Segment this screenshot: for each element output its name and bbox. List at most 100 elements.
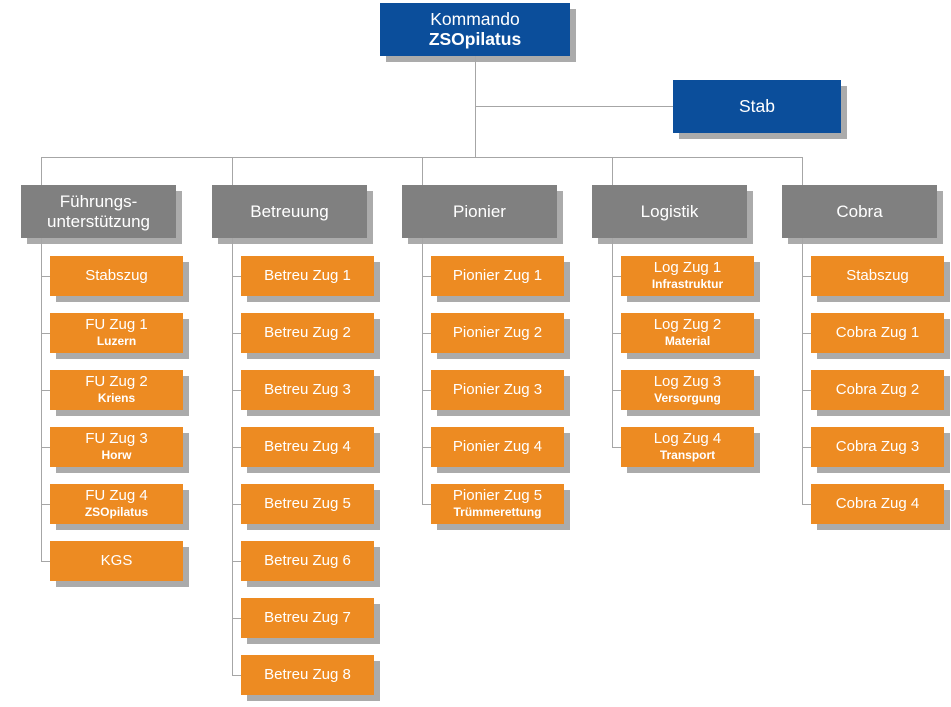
unit-node-stabszug[interactable]: Stabszug (811, 256, 944, 296)
unit-node-fu-zug-1-sublabel: Luzern (96, 334, 137, 349)
unit-node-log-zug-1-label: Log Zug 1 (653, 259, 722, 277)
unit-stub-line-3-3 (612, 447, 621, 448)
unit-node-betreu-zug-8[interactable]: Betreu Zug 8 (241, 655, 374, 695)
dept-drop-line-0 (41, 157, 42, 185)
dept-node-pionier-label: Pionier (453, 201, 506, 221)
unit-stub-line-4-0 (802, 276, 811, 277)
unit-stub-line-1-1 (232, 333, 241, 334)
unit-node-log-zug-4-sublabel: Transport (659, 448, 716, 463)
staff-node-stab[interactable]: Stab (673, 80, 841, 133)
unit-node-betreu-zug-2-label: Betreu Zug 2 (264, 323, 351, 341)
unit-node-betreu-zug-4[interactable]: Betreu Zug 4 (241, 427, 374, 467)
unit-node-cobra-zug-1[interactable]: Cobra Zug 1 (811, 313, 944, 353)
unit-node-betreu-zug-7-label: Betreu Zug 7 (264, 608, 351, 626)
dept-node-f-hrungs-unterst-tzung[interactable]: Führungs-unterstützung (21, 185, 176, 238)
unit-stub-line-0-1 (41, 333, 50, 334)
branch-line-stab (475, 106, 673, 107)
unit-node-stabszug-label: Stabszug (846, 266, 909, 284)
unit-node-cobra-zug-4[interactable]: Cobra Zug 4 (811, 484, 944, 524)
dept-drop-line-2 (422, 157, 423, 185)
unit-node-pionier-zug-1-label: Pionier Zug 1 (452, 266, 543, 284)
unit-spine-line-4 (802, 238, 803, 504)
unit-stub-line-2-2 (422, 390, 431, 391)
unit-node-cobra-zug-3[interactable]: Cobra Zug 3 (811, 427, 944, 467)
unit-node-cobra-zug-1-label: Cobra Zug 1 (835, 323, 920, 341)
unit-stub-line-4-2 (802, 390, 811, 391)
unit-node-pionier-zug-4[interactable]: Pionier Zug 4 (431, 427, 564, 467)
unit-stub-line-0-4 (41, 504, 50, 505)
unit-node-log-zug-2-sublabel: Material (664, 334, 711, 349)
unit-node-cobra-zug-3-label: Cobra Zug 3 (835, 437, 920, 455)
unit-node-cobra-zug-2[interactable]: Cobra Zug 2 (811, 370, 944, 410)
unit-node-log-zug-4-label: Log Zug 4 (653, 430, 722, 448)
dept-drop-line-4 (802, 157, 803, 185)
unit-node-cobra-zug-2-label: Cobra Zug 2 (835, 380, 920, 398)
unit-stub-line-3-2 (612, 390, 621, 391)
unit-node-log-zug-1-sublabel: Infrastruktur (651, 277, 724, 292)
dept-node-betreuung-label: Betreuung (250, 201, 329, 221)
unit-stub-line-0-3 (41, 447, 50, 448)
unit-node-fu-zug-4-sublabel: ZSOpilatus (84, 505, 149, 520)
unit-stub-line-2-1 (422, 333, 431, 334)
unit-node-log-zug-3-sublabel: Versorgung (654, 391, 721, 406)
dept-node-cobra-label: Cobra (836, 201, 883, 221)
unit-node-pionier-zug-3[interactable]: Pionier Zug 3 (431, 370, 564, 410)
unit-node-betreu-zug-3[interactable]: Betreu Zug 3 (241, 370, 374, 410)
bus-line-departments (41, 157, 802, 158)
unit-node-kgs[interactable]: KGS (50, 541, 183, 581)
unit-node-fu-zug-3-sublabel: Horw (101, 448, 132, 463)
unit-node-pionier-zug-5-sublabel: Trümmerettung (453, 505, 542, 520)
unit-spine-line-1 (232, 238, 233, 675)
unit-node-betreu-zug-1[interactable]: Betreu Zug 1 (241, 256, 374, 296)
unit-node-pionier-zug-1[interactable]: Pionier Zug 1 (431, 256, 564, 296)
unit-node-betreu-zug-8-label: Betreu Zug 8 (264, 665, 351, 683)
unit-stub-line-4-1 (802, 333, 811, 334)
unit-node-cobra-zug-4-label: Cobra Zug 4 (835, 494, 920, 512)
unit-node-fu-zug-3-label: FU Zug 3 (85, 430, 148, 448)
unit-node-betreu-zug-6-label: Betreu Zug 6 (264, 551, 351, 569)
unit-node-fu-zug-2-label: FU Zug 2 (85, 373, 148, 391)
unit-node-fu-zug-2-sublabel: Kriens (97, 391, 136, 406)
dept-node-logistik[interactable]: Logistik (592, 185, 747, 238)
unit-stub-line-1-3 (232, 447, 241, 448)
unit-node-stabszug[interactable]: Stabszug (50, 256, 183, 296)
dept-node-betreuung[interactable]: Betreuung (212, 185, 367, 238)
unit-stub-line-2-4 (422, 504, 431, 505)
unit-node-log-zug-3-label: Log Zug 3 (653, 373, 722, 391)
dept-node-cobra[interactable]: Cobra (782, 185, 937, 238)
unit-node-betreu-zug-7[interactable]: Betreu Zug 7 (241, 598, 374, 638)
unit-stub-line-1-5 (232, 561, 241, 562)
dept-drop-line-1 (232, 157, 233, 185)
unit-node-betreu-zug-6[interactable]: Betreu Zug 6 (241, 541, 374, 581)
unit-stub-line-2-3 (422, 447, 431, 448)
staff-node-stab-label: Stab (739, 95, 775, 116)
dept-drop-line-3 (612, 157, 613, 185)
unit-node-stabszug-label: Stabszug (85, 266, 148, 284)
unit-node-pionier-zug-3-label: Pionier Zug 3 (452, 380, 543, 398)
dept-node-f-hrungs-unterst-tzung-sublabel: unterstützung (46, 211, 150, 231)
unit-stub-line-0-0 (41, 276, 50, 277)
dept-node-pionier[interactable]: Pionier (402, 185, 557, 238)
unit-stub-line-1-4 (232, 504, 241, 505)
unit-node-pionier-zug-2[interactable]: Pionier Zug 2 (431, 313, 564, 353)
unit-stub-line-4-4 (802, 504, 811, 505)
unit-node-fu-zug-1-label: FU Zug 1 (85, 316, 148, 334)
unit-node-log-zug-2-label: Log Zug 2 (653, 316, 722, 334)
unit-node-pionier-zug-5-label: Pionier Zug 5 (452, 487, 543, 505)
unit-node-betreu-zug-5[interactable]: Betreu Zug 5 (241, 484, 374, 524)
unit-stub-line-3-0 (612, 276, 621, 277)
unit-stub-line-1-0 (232, 276, 241, 277)
unit-node-betreu-zug-2[interactable]: Betreu Zug 2 (241, 313, 374, 353)
unit-stub-line-0-2 (41, 390, 50, 391)
unit-node-betreu-zug-3-label: Betreu Zug 3 (264, 380, 351, 398)
